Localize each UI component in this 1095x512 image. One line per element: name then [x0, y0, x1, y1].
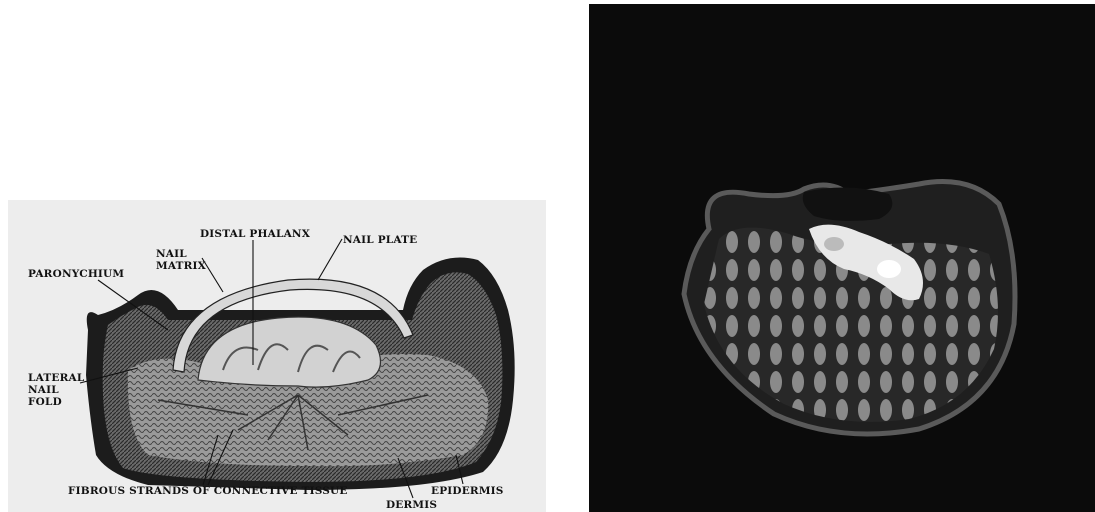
label-epidermis: EPIDERMIS [431, 485, 504, 497]
label-fibrous-strands: FIBROUS STRANDS OF CONNECTIVE TISSUE [68, 485, 348, 497]
label-lateral-nail-fold-line1: LATERAL [28, 372, 85, 384]
fingertip-cross-section-illustration: DISTAL PHALANX NAIL PLATE NAIL MATRIX PA… [8, 200, 546, 512]
mri-nail-region [803, 187, 893, 220]
anatomical-illustration-panel: DISTAL PHALANX NAIL PLATE NAIL MATRIX PA… [8, 200, 546, 512]
label-lateral-nail-fold-line2: NAIL [28, 384, 59, 396]
label-nail-matrix-line2: MATRIX [156, 260, 207, 272]
label-lateral-nail-fold-line3: FOLD [28, 396, 62, 408]
label-distal-phalanx: DISTAL PHALANX [200, 228, 311, 240]
label-nail-matrix-line1: NAIL [156, 248, 187, 260]
leader-nail-plate [318, 239, 342, 280]
label-dermis: DERMIS [386, 499, 437, 511]
label-nail-plate: NAIL PLATE [343, 234, 417, 246]
leader-nail-matrix [202, 258, 223, 292]
fingertip-mri-image [589, 4, 1095, 512]
mri-scan-panel [589, 4, 1095, 512]
label-paronychium: PARONYCHIUM [28, 268, 124, 280]
